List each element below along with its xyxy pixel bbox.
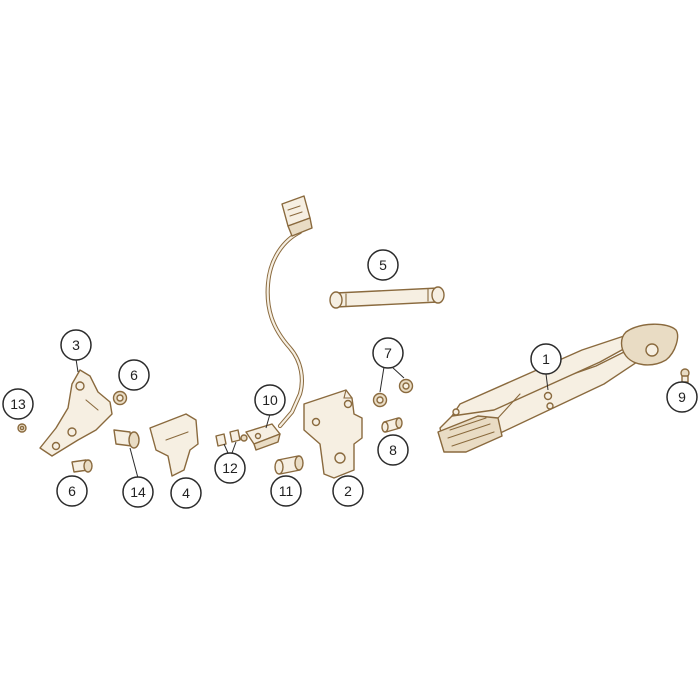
callout-8: 8 [377,434,409,466]
callout-1-label: 1 [542,351,550,367]
callout-13-label: 13 [10,396,26,412]
part-screw-9[interactable] [680,368,690,383]
callout-8-label: 8 [389,442,397,458]
callout-6b-label: 6 [68,483,76,499]
callout-9: 9 [666,381,698,413]
callout-3: 3 [60,329,92,361]
callout-3-label: 3 [72,337,80,353]
part-bushing-7a[interactable] [372,392,388,408]
part-pin-8[interactable] [381,417,403,433]
callout-11-label: 11 [279,483,294,499]
part-side-stand[interactable] [437,323,679,453]
part-mounting-bracket[interactable] [39,369,113,457]
callout-10-label: 10 [262,392,278,408]
callout-14-label: 14 [130,484,146,500]
callout-10: 10 [254,384,286,416]
part-screw-6b[interactable] [71,459,93,473]
callout-6b: 6 [56,475,88,507]
callout-7: 7 [372,337,404,369]
leader-lines [75,358,549,479]
leader-1 [545,373,549,391]
part-switch-with-wire[interactable] [245,195,313,451]
callout-14: 14 [122,476,154,508]
callout-6a-label: 6 [130,367,138,383]
leader-3 [75,358,79,373]
leader-14 [129,447,139,479]
part-screw-13[interactable] [17,423,27,433]
callout-7-label: 7 [384,345,392,361]
callout-2-label: 2 [344,483,352,499]
part-sleeve-11[interactable] [274,455,304,475]
part-bushing-7b[interactable] [398,378,414,394]
part-bracket-plate[interactable] [303,389,363,479]
part-clips-12[interactable] [215,429,248,447]
part-bolt-14[interactable] [113,429,140,449]
callout-6a: 6 [118,359,150,391]
leader-7a [379,366,385,393]
leader-12 [223,443,229,454]
callout-9-label: 9 [678,389,686,405]
leader-12b [231,441,237,454]
callout-12-label: 12 [222,460,238,476]
callout-11: 11 [270,475,302,507]
callout-4: 4 [170,477,202,509]
part-plate-4[interactable] [149,413,199,477]
callout-1: 1 [530,343,562,375]
callout-2: 2 [332,475,364,507]
callout-13: 13 [2,388,34,420]
callout-5: 5 [367,249,399,281]
part-nut-6a[interactable] [112,390,128,406]
callout-5-label: 5 [379,257,387,273]
callout-12: 12 [214,452,246,484]
part-spring[interactable] [329,286,445,309]
callout-4-label: 4 [182,485,190,501]
leader-10 [265,413,271,429]
leader-7b [391,366,405,379]
